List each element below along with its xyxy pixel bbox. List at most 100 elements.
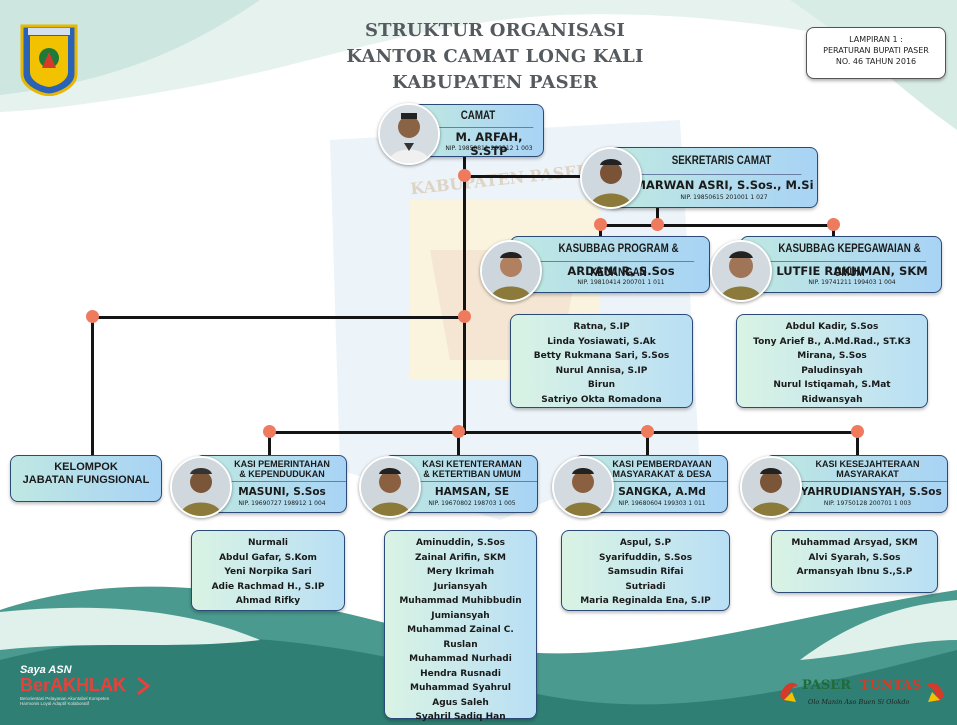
- kasi-pemberdayaan-title-1: KASI PEMBERDAYAAN: [612, 459, 712, 469]
- staff-member: Hendra Rusnadi: [420, 668, 501, 679]
- lampiran-line-3: NO. 46 TAHUN 2016: [835, 57, 917, 66]
- kasi-kesejahteraan-name: SYAHRUDIANSYAH, S.Sos: [793, 486, 942, 498]
- connector-line: [466, 175, 580, 178]
- person-avatar-icon: [380, 105, 438, 163]
- staff-kepegawaian-list: Abdul Kadir, S.Sos Tony Arief B., A.Md.R…: [736, 314, 928, 408]
- sekretaris-photo: [580, 147, 642, 209]
- staff-member: Syarifuddin, S.Sos: [598, 552, 693, 563]
- kelompok-line-1: KELOMPOK: [54, 461, 118, 473]
- connector-dot: [641, 425, 654, 438]
- staff-member: Paludinsyah: [801, 365, 863, 376]
- staff-member: Agus Saleh: [432, 697, 489, 708]
- berakhlak-subtext: Berorientasi Pelayanan Akuntabel Kompete…: [20, 696, 110, 706]
- connector-line: [91, 316, 94, 456]
- kasubbag-program-photo: [480, 240, 542, 302]
- chevron-right-icon: [137, 676, 150, 696]
- kasi-kesejahteraan-photo: [740, 456, 802, 518]
- connector-line: [457, 431, 460, 457]
- title-line-3: KABUPATEN PASER: [392, 72, 598, 93]
- saya-asn-text: Saya ASN: [20, 664, 72, 676]
- kasubbag-program-card: KASUBBAG PROGRAM & KEUANGAN ARDANI R, S.…: [510, 236, 710, 293]
- staff-pemberdayaan-list: Aspul, S.P Syarifuddin, S.Sos Samsudin R…: [561, 530, 730, 611]
- staff-member: Abdul Kadir, S.Sos: [785, 322, 879, 332]
- staff-member: Alvi Syarah, S.Sos: [808, 552, 901, 563]
- staff-member: Muhammad Zainal C.: [407, 625, 514, 635]
- staff-member: Birun: [587, 380, 616, 390]
- staff-member: Armansyah Ibnu S.,S.P: [796, 567, 913, 577]
- sekretaris-name: MARWAN ASRI, S.Sos., M.Si: [634, 178, 814, 192]
- staff-member: Abdul Gafar, S.Kom: [219, 552, 317, 563]
- title-line-2: KANTOR CAMAT LONG KALI: [346, 46, 644, 67]
- camat-title: CAMAT: [422, 105, 534, 128]
- staff-member: Muhammad Arsyad, SKM: [791, 538, 918, 548]
- staff-kesejahteraan-list: Muhammad Arsyad, SKM Alvi Syarah, S.Sos …: [771, 530, 938, 593]
- kasi-kesejahteraan-title-1: KASI KESEJAHTERAAN: [815, 459, 920, 469]
- kasi-ketenteraman-title-1: KASI KETENTERAMAN: [422, 459, 522, 469]
- staff-member: Mirana, S.Sos: [797, 351, 867, 361]
- regency-emblem-icon: [20, 24, 78, 97]
- connector-dot: [452, 425, 465, 438]
- connector-dot: [458, 169, 471, 182]
- staff-member: Maria Reginalda Ena, S.IP: [580, 596, 711, 606]
- staff-pemerintahan-list: Nurmali Abdul Gafar, S.Kom Yeni Norpika …: [191, 530, 345, 611]
- staff-member: Betty Rukmana Sari, S.Sos: [533, 351, 670, 361]
- staff-member: Ratna, S.IP: [573, 322, 630, 332]
- staff-member: Muhammad Syahrul: [409, 683, 511, 693]
- connector-line: [856, 431, 859, 457]
- kasi-ketenteraman-nip: NIP. 19670802 198703 1 005: [428, 500, 516, 507]
- connector-line: [268, 431, 858, 434]
- camat-nip: NIP. 19850811 200312 1 003: [445, 145, 533, 152]
- staff-member: Sutriadi: [625, 581, 666, 592]
- kasubbag-program-nip: NIP. 19810414 200701 1 011: [577, 279, 665, 286]
- person-avatar-icon: [742, 458, 800, 516]
- connector-line: [600, 224, 834, 227]
- kasi-kesejahteraan-nip: NIP. 19750128 200701 1 003: [823, 500, 912, 507]
- connector-line: [463, 150, 466, 435]
- connector-dot: [458, 310, 471, 323]
- person-avatar-icon: [482, 242, 540, 300]
- tuntas-text: TUNTAS: [860, 678, 922, 693]
- staff-member: Linda Yosiawati, S.Ak: [547, 336, 656, 347]
- staff-program-list: Ratna, S.IP Linda Yosiawati, S.Ak Betty …: [510, 314, 693, 408]
- sekretaris-nip: NIP. 19850615 201001 1 027: [680, 194, 768, 201]
- lampiran-box: LAMPIRAN 1 : PERATURAN BUPATI PASER NO. …: [806, 27, 946, 79]
- kasubbag-kepegawaian-name: LUTFIE RAKHMAN, SKM: [776, 264, 928, 278]
- connector-line: [656, 205, 659, 225]
- staff-member: Nurmali: [248, 538, 288, 548]
- sekretaris-card: SEKRETARIS CAMAT MARWAN ASRI, S.Sos., M.…: [608, 147, 818, 208]
- connector-line: [268, 431, 271, 457]
- connector-line: [92, 316, 465, 319]
- kasi-pemerintahan-photo: [170, 456, 232, 518]
- kasubbag-kepegawaian-photo: [710, 240, 772, 302]
- kasi-ketenteraman-name: HAMSAN, SE: [434, 486, 510, 498]
- kasubbag-kepegawaian-nip: NIP. 19741211 199403 1 004: [808, 279, 896, 286]
- connector-dot: [651, 218, 664, 231]
- kasubbag-kepegawaian-title: KASUBBAG KEPEGAWAIAN & UMUM: [756, 237, 926, 279]
- kasi-pemerintahan-title-1: KASI PEMERINTAHAN: [234, 459, 330, 469]
- staff-member: Ridwansyah: [801, 394, 863, 405]
- staff-member: Zainal Arifin, SKM: [415, 552, 506, 563]
- connector-dot: [827, 218, 840, 231]
- staff-member: Nurul Annisa, S.IP: [555, 365, 648, 376]
- staff-member: Samsudin Rifai: [607, 567, 684, 577]
- person-avatar-icon: [172, 458, 230, 516]
- kasi-pemerintahan-title-2: & KEPENDUDUKAN: [196, 469, 346, 482]
- kasubbag-program-name: ARDANI R, S.Sos: [567, 264, 675, 278]
- title-line-1: STRUKTUR ORGANISASI: [364, 20, 626, 41]
- staff-member: Nurul Istiqamah, S.Mat: [773, 380, 891, 390]
- person-avatar-icon: [554, 458, 612, 516]
- camat-name: M. ARFAH, S.STP: [455, 130, 523, 158]
- kasi-ketenteraman-photo: [359, 456, 421, 518]
- person-avatar-icon: [582, 149, 640, 207]
- regency-logo: [20, 24, 78, 97]
- staff-member: Satriyo Okta Romadona: [541, 394, 662, 405]
- kasi-pemberdayaan-photo: [552, 456, 614, 518]
- kasi-kesejahteraan-title-2: MASYARAKAT: [766, 469, 947, 482]
- kasi-pemerintahan-nip: NIP. 19690727 198912 1 004: [238, 500, 326, 507]
- hornbill-icon: [780, 682, 798, 702]
- kelompok-line-2: JABATAN FUNGSIONAL: [22, 474, 150, 486]
- staff-member: Adie Rachmad H., S.IP: [211, 581, 325, 592]
- kasi-pemberdayaan-title-2: MASYARAKAT & DESA: [575, 469, 727, 482]
- kasi-ketenteraman-title-2: & KETERTIBAN UMUM: [385, 469, 537, 482]
- connector-dot: [86, 310, 99, 323]
